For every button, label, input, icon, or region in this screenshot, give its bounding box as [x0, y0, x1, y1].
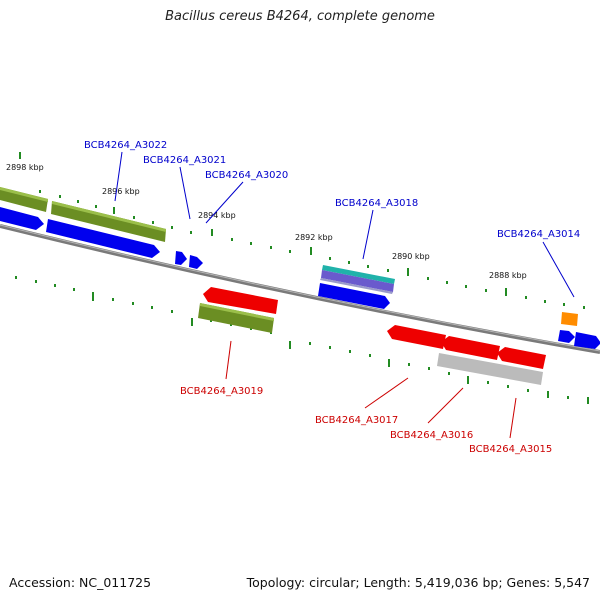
genome-backbone-highlight	[0, 224, 600, 352]
tick-row-upper	[19, 152, 585, 309]
olive-feature-left	[0, 187, 48, 212]
genome-summary-label: Topology: circular; Length: 5,419,036 bp…	[246, 575, 590, 590]
map-title: Bacillus cereus B4264, complete genome	[165, 9, 435, 24]
olive-feature-a3019	[198, 303, 274, 333]
leader-a3020	[205, 181, 244, 224]
leader-a3021	[179, 166, 191, 220]
scale-label-2890: 2890 kbp	[392, 252, 430, 261]
cds-forward-left	[0, 207, 44, 230]
cds-reverse-a3019	[203, 287, 278, 314]
gene-label-a3019[interactable]: BCB4264_A3019	[180, 386, 263, 397]
gray-feature-a3018	[320, 278, 393, 294]
gene-label-a3014[interactable]: BCB4264_A3014	[497, 229, 580, 240]
gene-label-a3020[interactable]: BCB4264_A3020	[205, 170, 288, 181]
leader-a3022	[114, 151, 123, 202]
cyan-feature-a3018	[322, 265, 395, 284]
cds-reverse-a3016	[441, 336, 500, 360]
scale-label-2894: 2894 kbp	[198, 211, 236, 220]
scale-label-2888: 2888 kbp	[489, 271, 527, 280]
leader-a3016	[427, 387, 464, 424]
cds-forward-a3020	[189, 255, 203, 269]
gray-feature-lower	[437, 353, 543, 385]
cds-forward-a3018	[318, 283, 390, 309]
olive-feature-a3019-shade	[200, 303, 274, 321]
cds-forward-a3014-b	[574, 332, 600, 349]
cds-forward-a3022	[46, 219, 160, 258]
olive-feature-left-shade	[0, 187, 48, 202]
leader-a3015	[509, 397, 517, 439]
gene-label-a3016[interactable]: BCB4264_A3016	[390, 430, 473, 441]
cds-reverse-a3015	[497, 347, 546, 369]
cds-forward-a3014-a	[558, 330, 575, 343]
gene-label-a3021[interactable]: BCB4264_A3021	[143, 155, 226, 166]
leader-a3018	[362, 209, 374, 260]
olive-feature-a3022	[51, 201, 166, 242]
genome-backbone	[0, 224, 600, 354]
cds-forward-a3021	[175, 251, 187, 265]
olive-feature-a3022-shade	[52, 201, 166, 232]
accession-label: Accession: NC_011725	[9, 575, 152, 590]
leader-a3017	[364, 377, 409, 409]
scale-label-2898: 2898 kbp	[6, 163, 44, 172]
gene-label-a3015[interactable]: BCB4264_A3015	[469, 444, 552, 455]
leader-a3019	[225, 340, 232, 380]
scale-label-2896: 2896 kbp	[102, 187, 140, 196]
gene-label-a3018[interactable]: BCB4264_A3018	[335, 198, 418, 209]
gene-label-a3017[interactable]: BCB4264_A3017	[315, 415, 398, 426]
violet-feature-a3018	[321, 270, 394, 292]
cds-reverse-a3017	[387, 325, 446, 349]
leader-a3014	[542, 241, 575, 298]
gene-label-a3022[interactable]: BCB4264_A3022	[84, 140, 167, 151]
orange-feature-a3014	[561, 312, 578, 326]
scale-label-2892: 2892 kbp	[295, 233, 333, 242]
